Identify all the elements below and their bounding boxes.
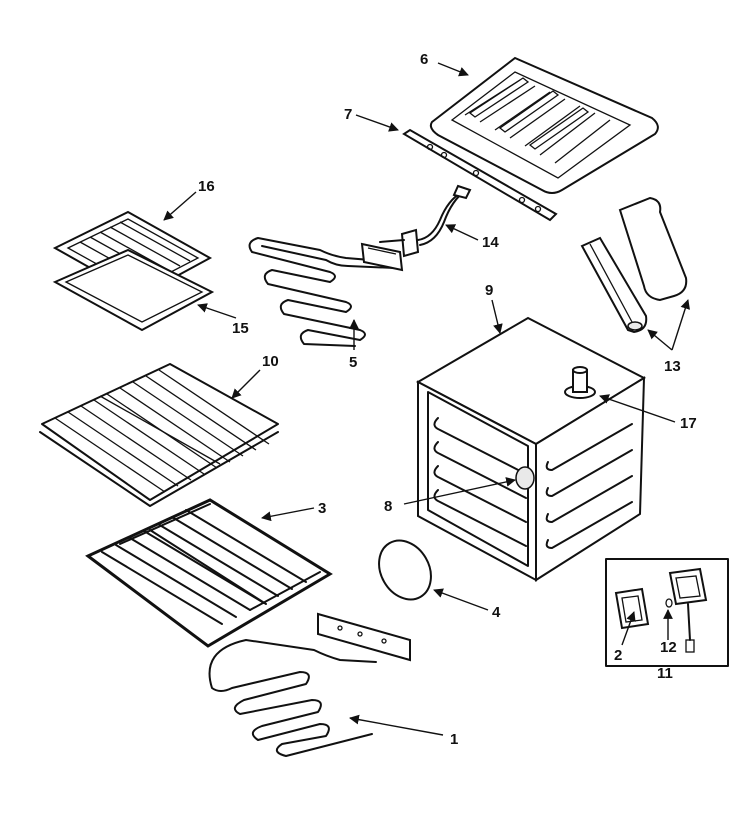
callout-10: 10 <box>262 353 279 370</box>
callout-6: 6 <box>420 51 428 68</box>
callout-1: 1 <box>450 731 458 748</box>
callout-11: 11 <box>657 665 673 682</box>
callout-8: 8 <box>384 498 392 515</box>
part-9-oven-cavity <box>415 316 647 582</box>
callout-16: 16 <box>198 178 215 195</box>
callout-labels: 6 7 16 14 15 5 9 13 10 17 8 3 4 2 12 11 … <box>198 51 697 748</box>
callout-15: 15 <box>232 320 249 337</box>
part-14-sensor <box>379 184 472 258</box>
callout-12: 12 <box>660 639 677 656</box>
leader-lines <box>163 62 690 736</box>
part-15-broiler-pan <box>52 248 215 332</box>
callout-4: 4 <box>492 604 501 621</box>
part-6-broil-cover <box>429 56 659 194</box>
callout-7: 7 <box>344 106 352 123</box>
callout-9: 9 <box>485 282 493 299</box>
part-5-broil-element <box>248 237 404 347</box>
callout-17: 17 <box>680 415 697 432</box>
part-11-light-assembly-box <box>605 558 729 667</box>
part-10-oven-rack <box>39 363 279 507</box>
part-7-bracket <box>402 128 558 222</box>
callout-13: 13 <box>664 358 681 375</box>
part-4-lens <box>378 539 432 601</box>
part-17-vent <box>564 366 596 399</box>
part-13-vent-ducts <box>580 196 688 334</box>
callout-3: 3 <box>318 500 326 517</box>
callout-5: 5 <box>349 354 357 371</box>
part-3-oven-rack <box>85 498 333 648</box>
callout-14: 14 <box>482 234 499 251</box>
callout-2: 2 <box>614 647 622 664</box>
part-1-bake-element <box>208 612 411 757</box>
